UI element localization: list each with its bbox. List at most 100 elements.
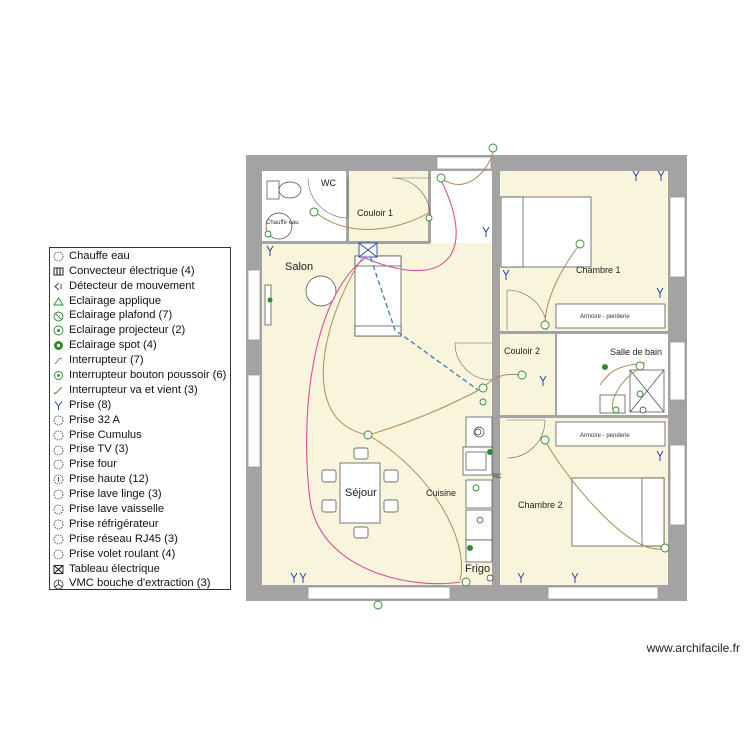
eclairage-plafond-icon [517,370,527,380]
wire-brown-couloir1 [314,211,431,230]
prise-refrigerateur-icon [486,574,494,582]
prise-icon [571,572,579,583]
room-label-chambre1: Chambre 1 [576,265,621,275]
legend-item: Convecteur électrique (4) [53,264,230,279]
wardrobe1 [555,303,666,329]
wire-brown-chambre1 [544,243,581,326]
prise-volet-roulant-icon [53,549,64,560]
prise-icon [502,269,510,280]
eclairage-applique-icon [53,296,64,307]
eclairage-plafond-icon [478,383,488,393]
legend-item: Détecteur de mouvement [53,279,230,294]
prise-haute-icon [53,474,64,485]
room-label-wc: WC [321,178,336,188]
prise-icon [266,245,274,256]
legend-item: Prise lave linge (3) [53,487,230,502]
legend-item: Eclairage spot (4) [53,338,230,353]
eclairage-plafond-icon [660,543,670,553]
eclairage-spot-icon [602,364,608,370]
legend-label: Prise réfrigérateur [69,517,159,530]
legend-label: Prise haute (12) [69,473,149,486]
eclairage-plafond-icon [309,207,319,217]
legend-label: VMC bouche d'extraction (3) [69,577,211,590]
eclairage-plafond-icon [53,311,64,322]
prise-icon [539,375,547,386]
legend-item: Prise haute (12) [53,472,230,487]
room-label-couloir2: Couloir 2 [504,346,540,356]
legend-label: Détecteur de mouvement [69,279,195,292]
prise-icon [290,572,298,583]
legend-item: Prise réseau RJ45 (3) [53,532,230,547]
prise-lave-vaisselle-icon [53,504,64,515]
wire-blue-dashed [367,249,479,391]
eclairage-plafond-icon [575,239,585,249]
eclairage-plafond-icon [636,390,644,398]
dining-table [339,462,381,524]
prise-four-icon [53,459,64,470]
eclairage-plafond-icon [472,484,480,492]
wire-brown-salon [322,249,369,436]
eclairage-projecteur-icon [53,325,64,336]
legend-label: Prise four [69,458,117,471]
legend-item: Prise TV (3) [53,443,230,458]
wardrobe2 [555,421,666,447]
room-label-cuisine: Cuisine [426,488,456,498]
eclairage-plafond-icon [461,577,471,587]
tableau-electrique-icon [358,242,378,258]
label-armoire1: Armoire - penderie [580,314,630,320]
eclairage-plafond-icon [373,600,383,610]
tv-stand [264,284,272,326]
windows [247,156,686,600]
fridge [465,539,493,563]
legend-label: Eclairage projecteur (2) [69,324,186,337]
eclairage-plafond-icon [479,398,487,406]
electrical-symbols [264,143,670,610]
eclairage-plafond-icon [436,173,446,183]
wc-toilet [266,180,280,200]
interrupteur-bouton-poussoir-icon [53,370,64,381]
wire-brown-cuisine [367,434,462,581]
legend-item: Prise volet roulant (4) [53,547,230,562]
chauffe-eau [265,212,293,240]
eclairage-plafond-icon [264,230,272,238]
eclairage-plafond-icon [635,361,645,371]
label-cuisine-mark: RC [493,474,502,480]
wire-brown-chambre2 [544,439,666,550]
legend-item: Tableau électrique [53,562,230,577]
prise-icon [517,572,525,583]
prise-icon [656,287,664,298]
legend-item: Interrupteur va et vient (3) [53,383,230,398]
legend-label: Prise (8) [69,398,112,411]
wire-pink-main [306,179,461,585]
legend-label: Eclairage plafond (7) [69,309,173,322]
legend-item: Eclairage plafond (7) [53,309,230,324]
legend-label: Prise Cumulus [69,428,142,441]
legend-item: Interrupteur bouton poussoir (6) [53,368,230,383]
eclairage-plafond-icon [363,430,373,440]
prise-icon [657,170,665,181]
legend-label: Eclairage applique [69,294,162,307]
legend-item: Eclairage projecteur (2) [53,323,230,338]
legend-label: Interrupteur va et vient (3) [69,383,198,396]
furniture [264,180,666,563]
legend-label: Prise 32 A [69,413,120,426]
legend-item: Interrupteur (7) [53,353,230,368]
prise-lave-linge-icon [639,406,647,414]
eclairage-spot-icon [267,297,273,303]
room-label-couloir1: Couloir 1 [357,208,393,218]
legend-label: Tableau électrique [69,562,160,575]
legend-item: Prise (8) [53,398,230,413]
legend-item: Prise 32 A [53,413,230,428]
watermark: www.archifacile.fr [646,641,740,655]
legend-item: Prise lave vaisselle [53,502,230,517]
interrupteur-va-et-vient-icon [53,385,64,396]
legend-label: Chauffe eau [69,249,130,262]
legend-label: Prise TV (3) [69,443,129,456]
room-label-salon: Salon [285,261,313,273]
prise-32a-icon [474,428,482,436]
prise-icon [632,170,640,181]
eclairage-plafond-icon [540,435,550,445]
prise-four-icon [476,516,484,524]
prise-32a-icon [53,415,64,426]
